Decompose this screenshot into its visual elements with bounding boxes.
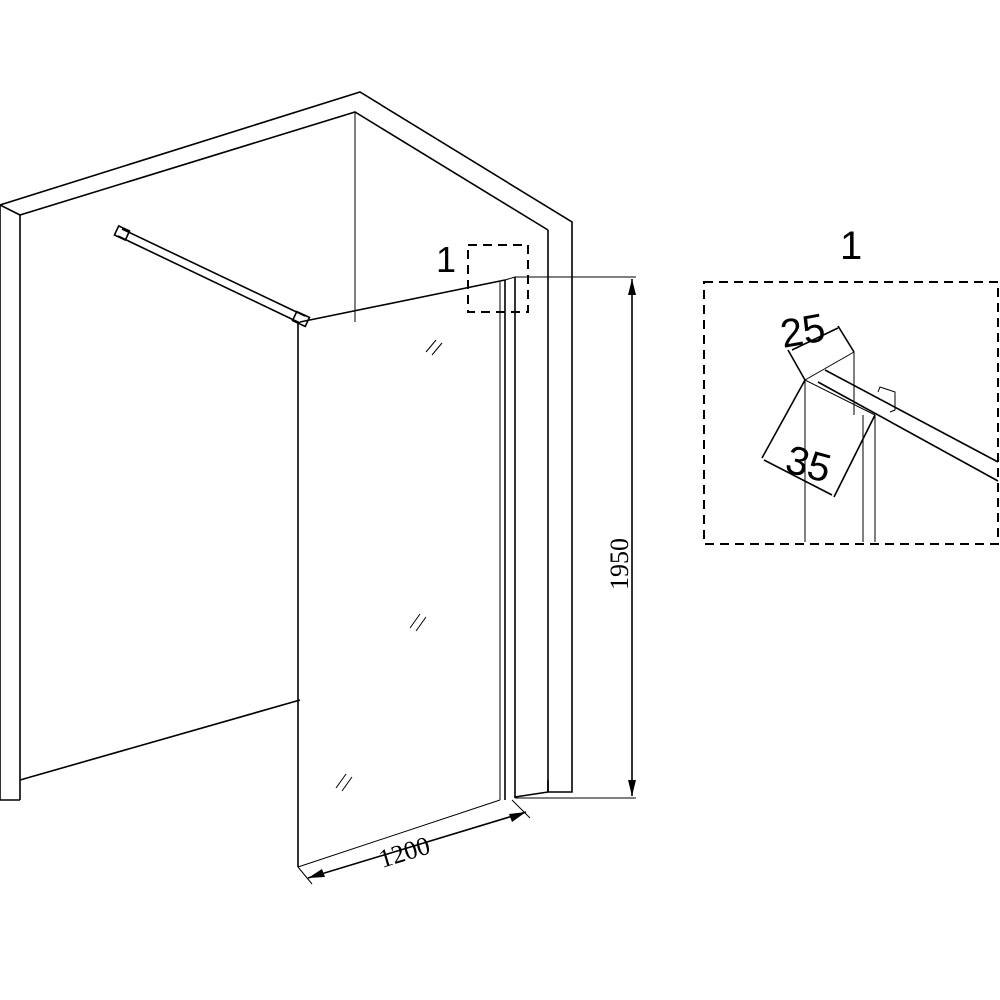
height-dimension: 1950 [515, 276, 636, 799]
detail-title: 1 [840, 224, 862, 268]
glass-panel [297, 279, 506, 868]
stabilizer-rod [113, 224, 311, 328]
profile-depth-label: 35 [781, 438, 835, 492]
glass-reflection-marks [335, 339, 443, 792]
profile-width-label: 25 [777, 306, 828, 357]
detail-view: 1 25 35 [703, 224, 999, 545]
width-label: 1200 [375, 831, 433, 874]
corner-walls [0, 91, 573, 801]
width-dimension: 1200 [297, 799, 531, 885]
height-label: 1950 [605, 538, 634, 590]
wall-profile [499, 276, 516, 800]
callout-label: 1 [436, 239, 456, 280]
detail-callout: 1 [436, 239, 529, 313]
